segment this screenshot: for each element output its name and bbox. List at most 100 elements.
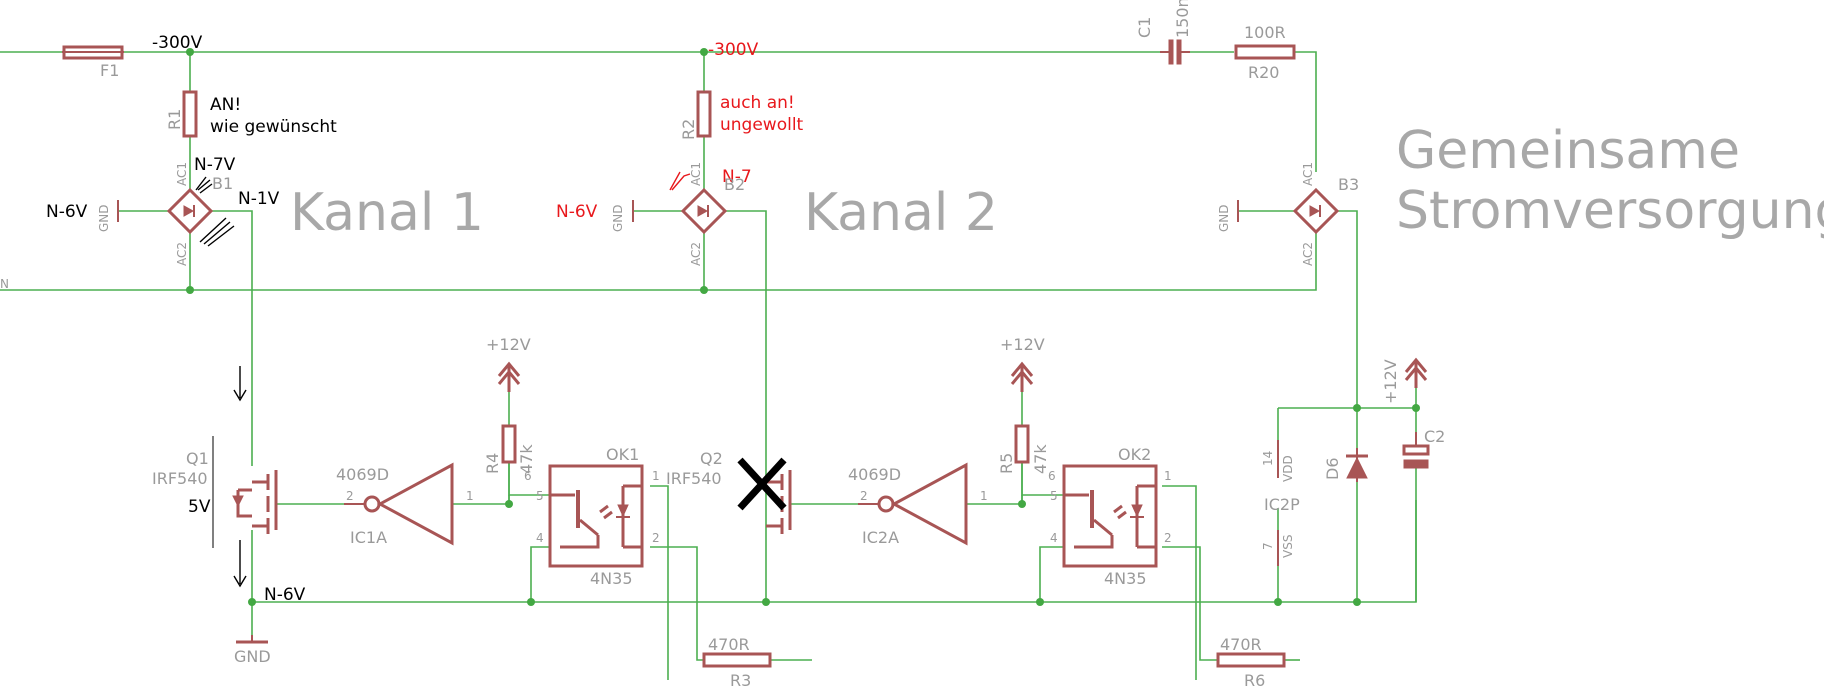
label-kanal1: Kanal 1 bbox=[290, 183, 484, 243]
label-r5: R5 bbox=[997, 453, 1016, 474]
gnd-symbol-bottom bbox=[236, 635, 268, 644]
label-pin4-a: 4 bbox=[536, 531, 544, 545]
label-wie-gewuenscht: wie gewünscht bbox=[210, 117, 337, 137]
label-stromversorgung: Stromversorgung bbox=[1396, 181, 1824, 241]
supply-arrow-12v-a bbox=[497, 361, 521, 392]
label-4069d-1: 4069D bbox=[336, 465, 389, 484]
label-n7v: N-7V bbox=[194, 155, 236, 175]
resistor-r4 bbox=[501, 424, 517, 464]
junctions bbox=[186, 48, 1420, 606]
label-12v-a: +12V bbox=[486, 335, 531, 354]
label-pin14: 14 bbox=[1261, 451, 1275, 466]
label-ok2: OK2 bbox=[1118, 445, 1151, 464]
resistor-r1 bbox=[182, 90, 198, 138]
label-r2: R2 bbox=[679, 119, 698, 140]
fuse-f1 bbox=[62, 45, 124, 60]
label-r3-value: 470R bbox=[708, 635, 750, 654]
resistor-r3 bbox=[702, 652, 772, 668]
label-q2: Q2 bbox=[700, 449, 723, 468]
label-ac2-b3: AC2 bbox=[1301, 242, 1315, 266]
diode-d6 bbox=[1346, 448, 1368, 482]
label-n1v: N-1V bbox=[238, 189, 280, 209]
bridge-rectifier-b1 bbox=[166, 187, 214, 235]
label-n6v-mid: N-6V bbox=[556, 202, 598, 222]
label-ok1: OK1 bbox=[606, 445, 639, 464]
label-r20: R20 bbox=[1248, 63, 1279, 82]
label-r4: R4 bbox=[483, 453, 502, 474]
label-ic2a: IC2A bbox=[862, 528, 899, 547]
label-c2: C2 bbox=[1424, 427, 1445, 446]
label-c1-value: 150n bbox=[1173, 0, 1192, 38]
label-c1: C1 bbox=[1135, 17, 1154, 38]
resistor-r2 bbox=[696, 90, 712, 138]
label-gnd-b3: GND bbox=[1217, 204, 1231, 232]
label-5v: 5V bbox=[188, 497, 211, 517]
label-pin5-b: 5 bbox=[1050, 489, 1058, 503]
label-f1: F1 bbox=[100, 61, 119, 80]
label-pin6-a: 6 bbox=[524, 469, 532, 483]
optocoupler-ok1 bbox=[548, 464, 644, 568]
label-ac2-b2: AC2 bbox=[689, 242, 703, 266]
label-r6-value: 470R bbox=[1220, 635, 1262, 654]
label-b3: B3 bbox=[1338, 175, 1359, 194]
label-pin1-b: 1 bbox=[980, 489, 988, 503]
label-4n35-2: 4N35 bbox=[1104, 569, 1147, 588]
mosfet-q1 bbox=[232, 470, 278, 534]
label-auch-an: auch an! bbox=[720, 93, 795, 113]
bridge-rectifier-b3 bbox=[1292, 187, 1340, 235]
label-r20-value: 100R bbox=[1244, 23, 1286, 42]
label-irf540-1: IRF540 bbox=[152, 469, 208, 488]
label-4069d-2: 4069D bbox=[848, 465, 901, 484]
label-n6v-left: N-6V bbox=[46, 202, 88, 222]
wires bbox=[0, 51, 1417, 680]
label-pin1-ok1: 1 bbox=[652, 469, 660, 483]
label-pin2-a: 2 bbox=[346, 489, 354, 503]
label-pin5-a: 5 bbox=[536, 489, 544, 503]
label-gnd-b1: GND bbox=[97, 204, 111, 232]
label-ac1-b2: AC1 bbox=[689, 162, 703, 186]
resistor-r6 bbox=[1216, 652, 1286, 668]
label-12v-c: +12V bbox=[1381, 359, 1400, 404]
resistor-r20 bbox=[1234, 44, 1296, 60]
label-n6v-bottom: N-6V bbox=[264, 585, 306, 605]
supply-arrow-12v-c bbox=[1404, 357, 1428, 388]
label-kanal2: Kanal 2 bbox=[804, 183, 998, 243]
label-r3: R3 bbox=[730, 671, 751, 690]
label-n7: N-7 bbox=[722, 167, 752, 187]
label-r5-value: 47k bbox=[1031, 444, 1050, 474]
label-r4-value: 47k bbox=[517, 444, 536, 474]
label-ic1a: IC1A bbox=[350, 528, 387, 547]
optocoupler-ok2 bbox=[1062, 464, 1158, 568]
label-ac1-b1: AC1 bbox=[175, 162, 189, 186]
label-12v-b: +12V bbox=[1000, 335, 1045, 354]
label-ungewollt: ungewollt bbox=[720, 115, 804, 135]
label-pin2-b: 2 bbox=[860, 489, 868, 503]
label-q1: Q1 bbox=[186, 449, 209, 468]
label-ic2p: IC2P bbox=[1264, 495, 1300, 514]
label-gemeinsame: Gemeinsame bbox=[1396, 121, 1740, 181]
label-r1: R1 bbox=[165, 109, 184, 130]
label-gnd-b2: GND bbox=[611, 204, 625, 232]
resistor-r5 bbox=[1014, 424, 1030, 464]
label-an: AN! bbox=[210, 95, 241, 115]
label-gnd-bottom: GND bbox=[234, 647, 271, 666]
label-pin1-ok2: 1 bbox=[1164, 469, 1172, 483]
inverter-ic2a bbox=[858, 462, 968, 546]
label-300v-left: -300V bbox=[152, 33, 203, 53]
cross-mark bbox=[737, 457, 787, 511]
label-vss: VSS bbox=[1281, 535, 1295, 558]
label-irf540-2: IRF540 bbox=[666, 469, 722, 488]
label-r6: R6 bbox=[1244, 671, 1265, 690]
label-pin1-a: 1 bbox=[466, 489, 474, 503]
label-b2: B2 bbox=[724, 175, 745, 194]
supply-arrow-12v-b bbox=[1010, 361, 1034, 392]
label-4n35-1: 4N35 bbox=[590, 569, 633, 588]
label-pin2-ok1: 2 bbox=[652, 531, 660, 545]
capacitor-c2 bbox=[1402, 432, 1430, 469]
label-ac2-b1: AC2 bbox=[175, 242, 189, 266]
label-pin2-ok2: 2 bbox=[1164, 531, 1172, 545]
label-pin4-b: 4 bbox=[1050, 531, 1058, 545]
label-d6: D6 bbox=[1323, 458, 1342, 481]
label-pin6-b: 6 bbox=[1048, 469, 1056, 483]
